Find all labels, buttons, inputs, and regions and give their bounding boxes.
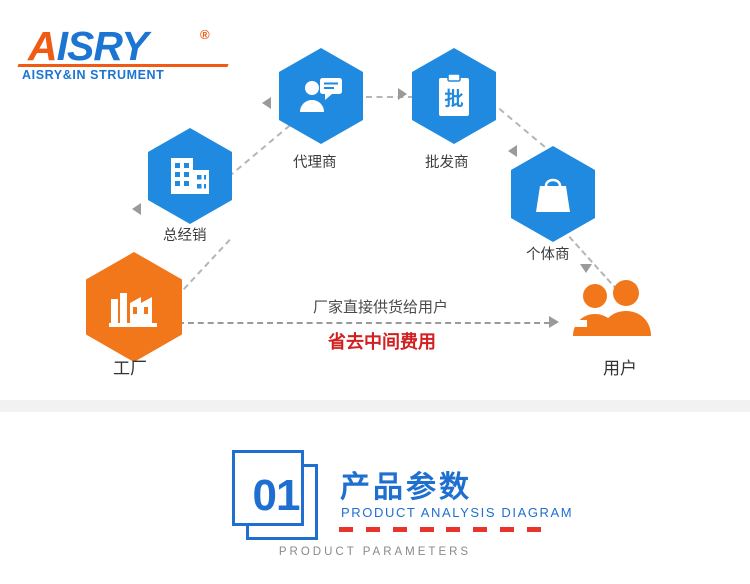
node-individual-hex [511,146,595,242]
supply-chain-diagram: AISRY ® AISRY&IN STRUMENT 厂家直接供货给用户 省去中间… [17,23,656,379]
arrow-to-distributor [132,203,141,215]
node-distributor-hex [148,128,232,224]
arrow-to-wholesaler [398,88,407,100]
flow-highlight-label: 省去中间费用 [328,332,436,353]
arrow-to-user [580,264,592,273]
arrow-to-agent [262,97,271,109]
connector-distributor-agent [228,124,291,178]
section-header: 01 产品参数 PRODUCT ANALYSIS DIAGRAM PRODUCT… [0,412,750,584]
logo-registered-mark: ® [200,27,210,42]
clipboard-icon: 批 [434,73,474,119]
bag-icon [532,172,574,216]
node-individual-label: 个体商 [526,247,570,263]
factory-to-user-line [178,322,550,324]
person-chat-icon [298,76,344,116]
connector-factory-distributor [176,238,231,298]
section-number: 01 [252,471,301,520]
logo-subtitle: AISRY&IN STRUMENT [22,68,165,82]
node-wholesaler-label: 批发商 [425,155,469,171]
node-agent-label: 代理商 [293,155,337,171]
people-icon [568,280,656,340]
svg-text:批: 批 [444,88,463,110]
node-user-icon-wrap [568,280,656,341]
section-title-en: PRODUCT ANALYSIS DIAGRAM [341,505,574,520]
building-icon [167,154,213,198]
connector-wholesaler-individual [498,108,554,155]
factory-icon [107,285,161,329]
section-title-cn: 产品参数 [340,470,472,505]
node-agent-hex [279,48,363,144]
node-user-label: 用户 [603,359,637,379]
arrow-factory-to-user [549,316,559,328]
node-wholesaler-hex: 批 [412,48,496,144]
arrow-to-individual [508,145,517,157]
node-factory-label: 工厂 [113,359,147,379]
flow-label: 厂家直接供货给用户 [313,298,449,316]
connector-agent-wholesaler [366,96,414,98]
section-number-box-front [232,450,304,526]
logo-brand-text: AISRY [28,23,149,69]
section-dash-row [339,527,541,532]
section-footer-en: PRODUCT PARAMETERS [278,546,472,558]
section-divider-band [0,400,750,412]
node-factory-hex [86,252,182,362]
node-distributor-label: 总经销 [163,228,207,244]
brand-logo: AISRY ® AISRY&IN STRUMENT [17,23,229,82]
